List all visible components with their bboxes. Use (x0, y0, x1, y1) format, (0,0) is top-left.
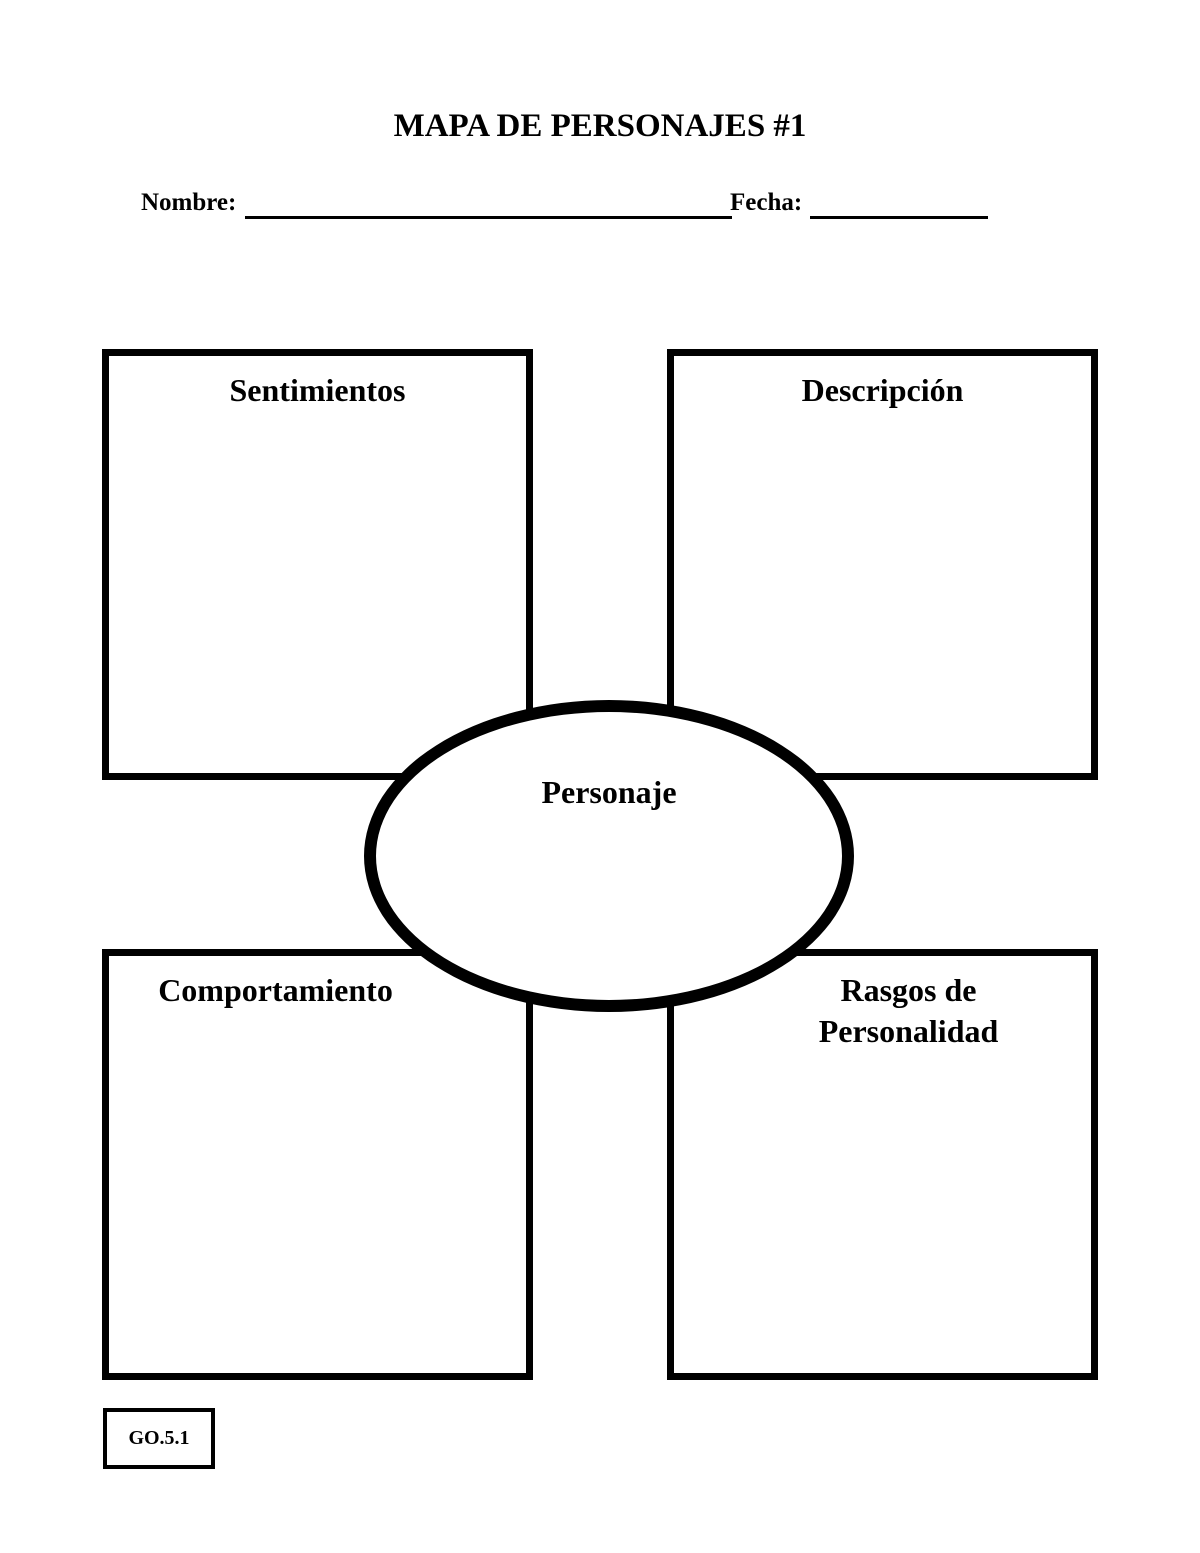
behavior-label: Comportamiento (158, 972, 393, 1008)
description-box[interactable]: Descripción (667, 349, 1098, 780)
personality-traits-label: Rasgos de Personalidad (818, 972, 999, 1049)
character-oval[interactable]: Personaje (364, 700, 854, 1012)
personality-traits-box[interactable]: Rasgos de Personalidad (667, 949, 1098, 1380)
document-code: GO.5.1 (103, 1408, 215, 1469)
description-label: Descripción (801, 372, 964, 408)
feelings-box[interactable]: Sentimientos (102, 349, 533, 780)
name-label: Nombre: (141, 189, 237, 216)
feelings-label: Sentimientos (229, 372, 406, 408)
behavior-box[interactable]: Comportamiento (102, 949, 533, 1380)
date-field[interactable] (810, 216, 988, 219)
character-label: Personaje (541, 774, 677, 810)
date-label: Fecha: (730, 189, 803, 216)
name-field[interactable] (245, 216, 732, 219)
page-title: MAPA DE PERSONAJES #1 (393, 108, 807, 144)
